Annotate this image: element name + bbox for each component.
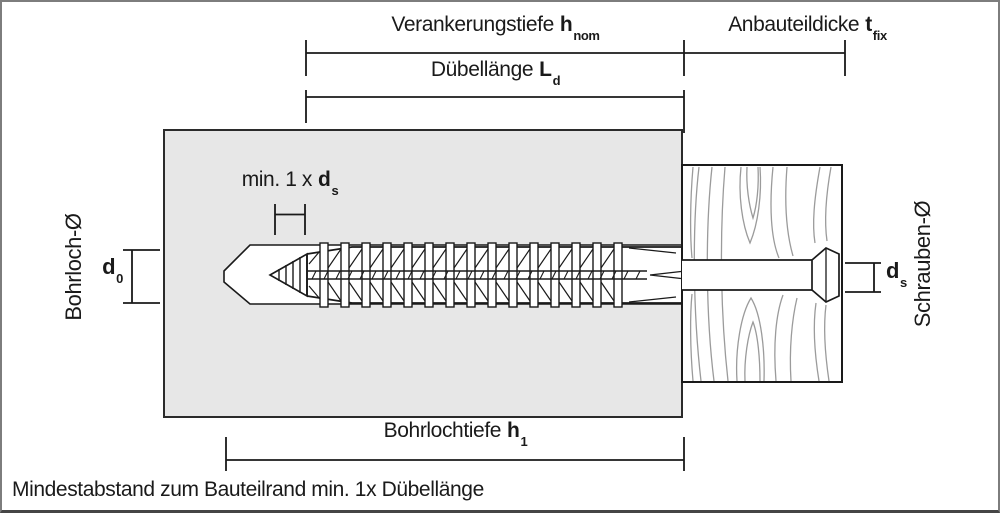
edge-distance-note: Mindestabstand zum Bauteilrand min. 1x D… [12, 478, 484, 501]
dowel-sleeve-wedges [628, 247, 682, 303]
min-tip-distance-symbol: d [318, 168, 331, 191]
attachment-thickness-symbol: t [865, 13, 872, 36]
anchoring-depth-dimension [305, 40, 845, 76]
dowel-length-symbol: L [539, 58, 552, 81]
min-tip-distance-text: min. 1 x [241, 168, 313, 191]
attachment-thickness-text: Anbauteildicke [728, 13, 860, 36]
d0-symbol-label: d0 [102, 254, 123, 287]
dowel-fins [319, 242, 623, 308]
screw-diameter-label: Schrauben-Ø [910, 200, 935, 328]
min-distance-dimension [274, 204, 306, 235]
dowel-length-text: Dübellänge [430, 58, 534, 81]
ds-symbol-label: ds [886, 258, 907, 291]
dimension-lines [123, 40, 881, 471]
ds-dimension [845, 262, 881, 293]
dowel-with-screw [268, 242, 682, 308]
d0-dimension [123, 249, 160, 304]
screw-shaft [682, 259, 812, 291]
attachment-part-wood [681, 164, 843, 383]
screw-head [811, 246, 840, 304]
dowel-fin-diagonals [308, 248, 615, 302]
borehole-depth-symbol: h [507, 419, 520, 442]
anchoring-depth-text: Verankerungstiefe [391, 13, 554, 36]
borehole-depth-text: Bohrlochtiefe [383, 419, 502, 442]
dowel-length-dimension [305, 90, 685, 133]
anchoring-depth-symbol: h [559, 13, 573, 36]
borehole-depth-dimension [225, 437, 685, 471]
screw-thread [307, 270, 647, 280]
